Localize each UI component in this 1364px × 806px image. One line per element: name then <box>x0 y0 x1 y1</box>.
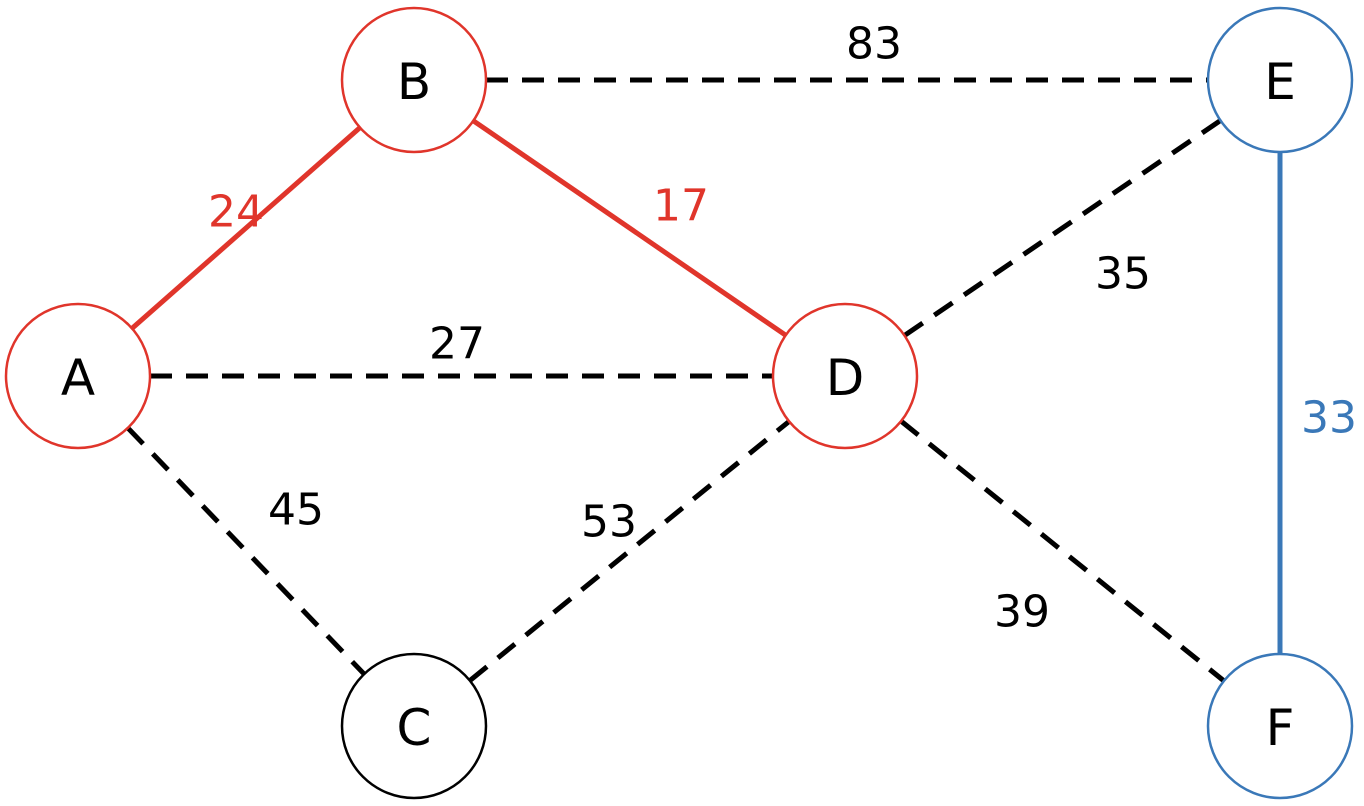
edge-weight-d-e: 35 <box>1095 249 1151 300</box>
node-circle-b <box>340 6 488 154</box>
edge-d-f <box>899 419 1226 683</box>
node-circle-c <box>340 652 488 800</box>
edge-a-b <box>130 125 362 331</box>
node-label-c: C <box>397 699 432 757</box>
edge-weight-e-f: 33 <box>1301 393 1357 444</box>
edge-weight-a-d: 27 <box>429 319 485 370</box>
edge-b-d <box>471 118 788 338</box>
node-e: E <box>1206 6 1354 154</box>
node-label-a: A <box>61 349 95 407</box>
node-circle-f <box>1206 652 1354 800</box>
edge-weight-a-c: 45 <box>268 485 324 536</box>
node-d: D <box>771 302 919 450</box>
nodes-layer: A B C D E F <box>4 6 1354 800</box>
node-b: B <box>340 6 488 154</box>
edge-weight-d-f: 39 <box>994 587 1050 638</box>
node-circle-d <box>771 302 919 450</box>
edge-weight-a-b: 24 <box>208 187 264 238</box>
node-circle-a <box>4 302 152 450</box>
edges-layer <box>126 77 1283 683</box>
edge-weight-b-d: 17 <box>653 181 709 232</box>
edge-weight-c-d: 53 <box>581 497 637 548</box>
edge-c-d <box>468 419 791 683</box>
edge-a-c <box>126 426 366 676</box>
node-circle-e <box>1206 6 1354 154</box>
node-a: A <box>4 302 152 450</box>
node-label-f: F <box>1266 699 1295 757</box>
node-label-b: B <box>397 53 431 111</box>
edge-weight-b-e: 83 <box>846 19 902 70</box>
weights-layer: 24 17 83 27 45 53 35 39 33 <box>208 19 1357 638</box>
node-f: F <box>1206 652 1354 800</box>
node-label-d: D <box>826 349 865 407</box>
node-label-e: E <box>1264 53 1296 111</box>
node-c: C <box>340 652 488 800</box>
edge-d-e <box>903 118 1222 338</box>
